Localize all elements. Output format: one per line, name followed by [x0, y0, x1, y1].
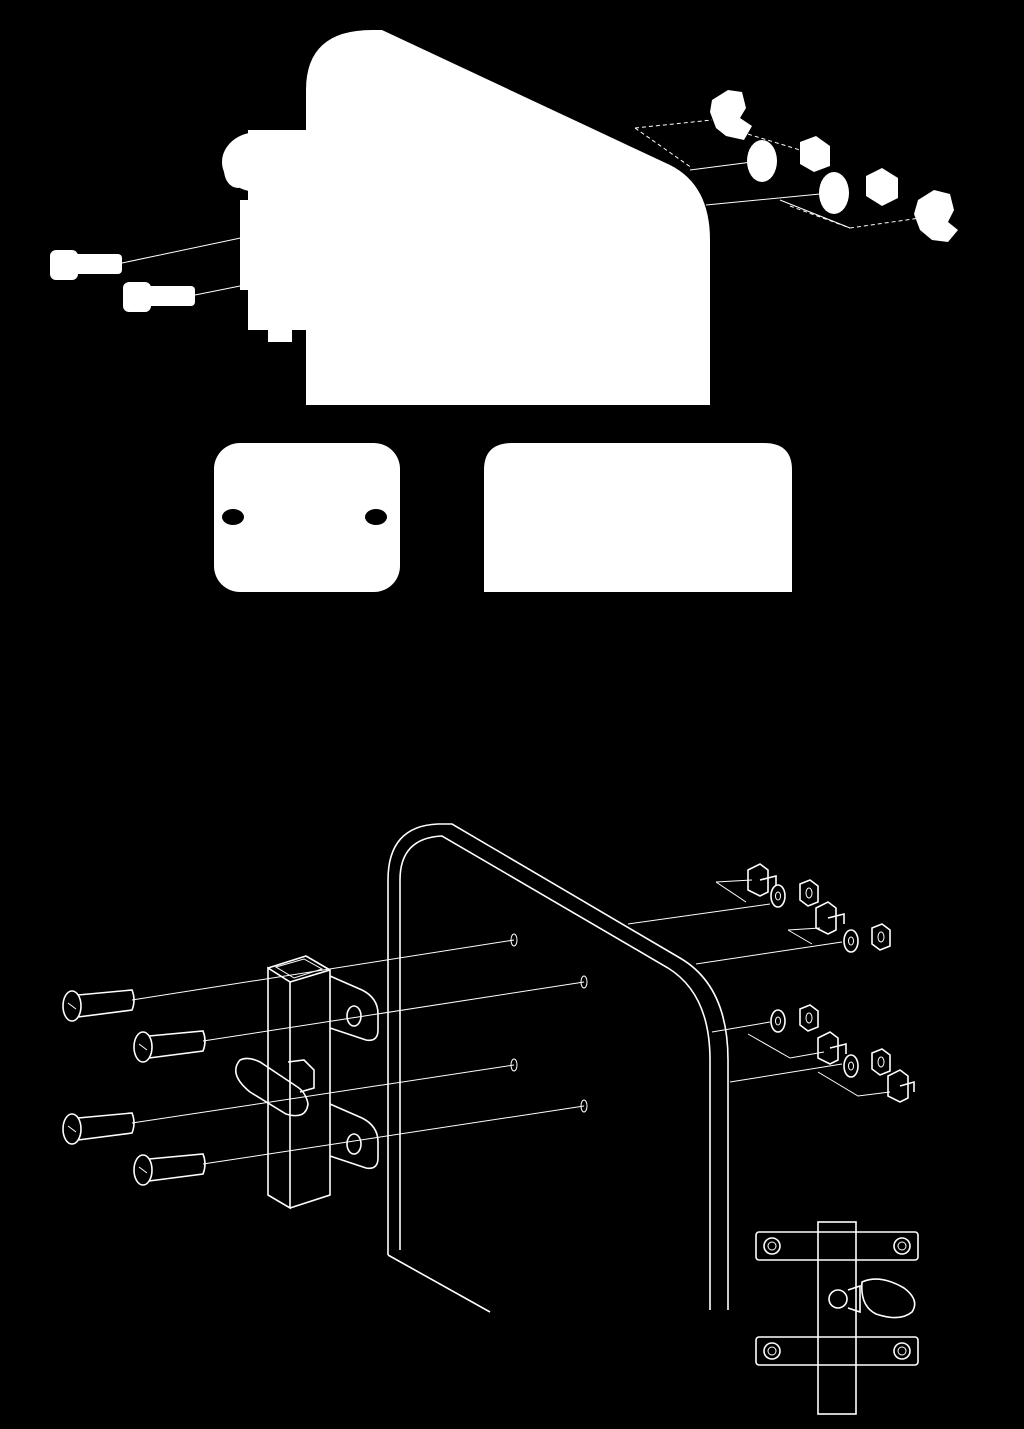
bolt-silhouette: [50, 250, 122, 280]
nut-outline: [799, 1004, 819, 1032]
line-assembly: [62, 823, 915, 1313]
clip-nut-outline: [817, 1031, 847, 1065]
panel-outline: [387, 823, 729, 1313]
clip-nut-outline: [887, 1069, 915, 1103]
washer-outline: [770, 1009, 786, 1033]
bolt-silhouette: [123, 282, 195, 312]
mounting-tab-front: [755, 1336, 919, 1366]
nut-outline: [799, 879, 819, 907]
clip-nut-outline: [747, 863, 777, 897]
washer-silhouette: [747, 140, 777, 182]
clip-nut-outline: [815, 901, 845, 935]
mounting-tab-outline: [329, 1103, 379, 1170]
mounting-plate-silhouette: [214, 443, 400, 592]
spacer-panel-silhouette: [484, 443, 792, 592]
square-post-outline: [267, 955, 331, 1210]
bolt-outline: [133, 981, 585, 1063]
wing-knob-outline: [234, 1057, 315, 1117]
washer-silhouette: [819, 172, 849, 214]
bolt-outline: [133, 1105, 585, 1186]
front-detail: [755, 1221, 919, 1415]
panel-silhouette: [306, 30, 710, 405]
mounting-tab-outline: [329, 975, 379, 1042]
nut-outline: [871, 1048, 891, 1076]
latch-assembly-silhouette: [222, 130, 310, 342]
bolt-outline: [62, 1064, 515, 1145]
nut-silhouette: [800, 136, 830, 172]
mounting-tab-front: [755, 1231, 919, 1261]
wing-knob-front: [828, 1278, 916, 1319]
washer-outline: [770, 884, 786, 908]
clip-nut-silhouette: [710, 90, 752, 140]
silhouette-assembly: [50, 30, 958, 592]
washer-outline: [843, 929, 859, 953]
bolt-outline: [62, 939, 515, 1022]
nut-silhouette: [866, 168, 898, 206]
clip-nut-silhouette: [914, 190, 958, 242]
washer-outline: [843, 1054, 859, 1078]
nut-outline: [871, 923, 891, 951]
square-post-front: [817, 1221, 857, 1415]
